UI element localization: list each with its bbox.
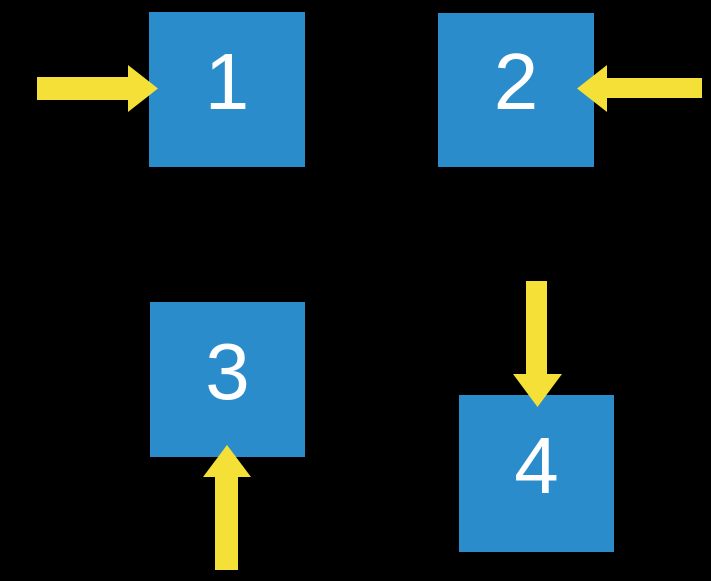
arrow-down-icon xyxy=(513,281,562,407)
arrow-up-icon xyxy=(203,445,251,570)
square-3-label: 3 xyxy=(205,326,250,416)
square-1-label: 1 xyxy=(204,36,250,126)
arrow-right-icon xyxy=(37,65,158,112)
square-3[interactable]: 3 xyxy=(150,302,305,457)
square-4[interactable]: 4 xyxy=(459,395,614,552)
square-2-label: 2 xyxy=(493,37,539,126)
arrow-left-icon xyxy=(577,65,702,112)
square-1[interactable]: 1 xyxy=(149,12,305,167)
square-2[interactable]: 2 xyxy=(438,13,594,167)
square-4-label: 4 xyxy=(514,420,559,510)
